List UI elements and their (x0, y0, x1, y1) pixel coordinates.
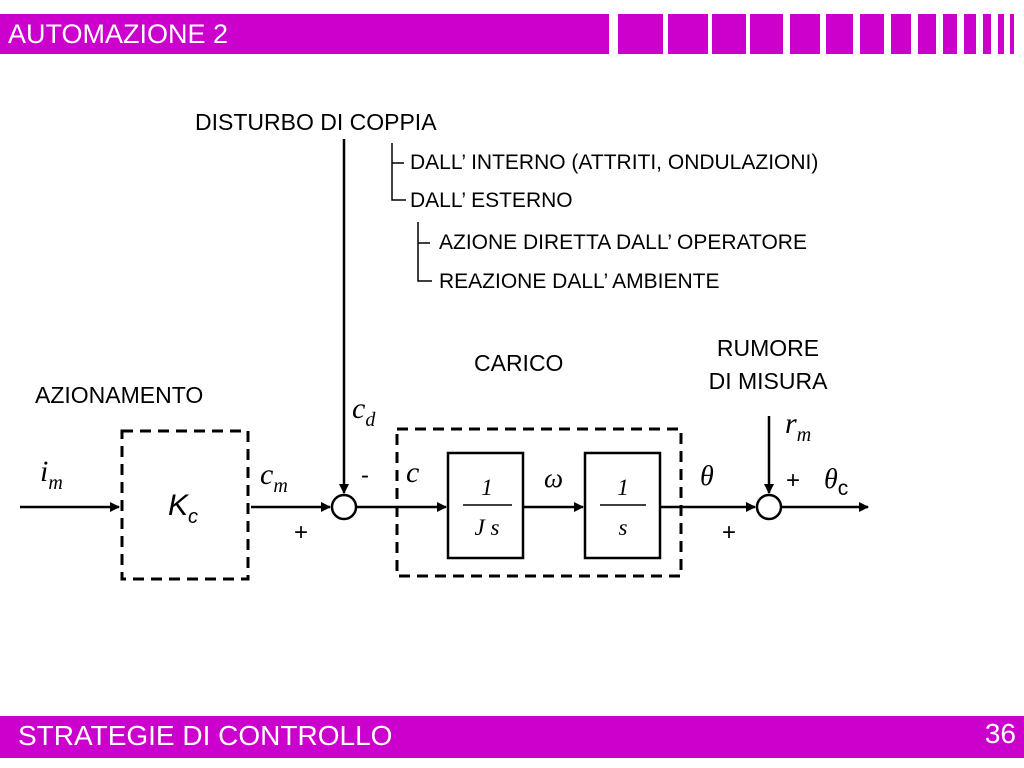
signal-cm: cm (260, 458, 288, 497)
header-decor-square (712, 14, 746, 54)
noise-label-line2: DI MISURA (709, 368, 829, 394)
disturbance-environment: REAZIONE DALL’ AMBIENTE (439, 270, 719, 293)
actuation-label: AZIONAMENTO (35, 382, 203, 408)
signal-im: im (40, 455, 63, 494)
disturbance-internal: DALL’ INTERNO (ATTRITI, ONDULAZIONI) (410, 151, 818, 174)
header-decor-square (918, 14, 936, 54)
sum2-sign-bottom: + (722, 519, 736, 546)
signal-theta: θ (700, 461, 714, 492)
disturbance-title: DISTURBO DI COPPIA (195, 109, 437, 135)
disturbance-operator: AZIONE DIRETTA DALL’ OPERATORE (439, 231, 807, 254)
header-decor-square (964, 14, 976, 54)
header-decor-square (790, 14, 820, 54)
header-decor-square (998, 14, 1004, 54)
header-decor-square (891, 14, 911, 54)
signal-omega: ω (544, 463, 563, 493)
noise-label-line1: RUMORE (717, 335, 819, 361)
tree-bracket-2 (417, 222, 432, 282)
header-decor-square (983, 14, 991, 54)
sum1-sign-top: - (361, 462, 369, 489)
signal-thetac: θc (824, 464, 848, 500)
disturbance-external: DALL’ ESTERNO (410, 189, 573, 212)
sum1-sign-bottom: + (294, 519, 308, 546)
load-label: CARICO (474, 350, 563, 376)
header-title: AUTOMAZIONE 2 (0, 14, 609, 54)
summing-junction-1 (330, 493, 358, 521)
summing-junction-2 (755, 493, 783, 521)
header-decor-square (860, 14, 884, 54)
footer-bar: STRATEGIE DI CONTROLLO 36 (0, 716, 1024, 758)
kc-symbol: Kc (168, 489, 198, 528)
transfer-function-2-block (583, 451, 662, 560)
actuation-block (120, 429, 250, 581)
header-decor-square (943, 14, 957, 54)
tf1-numerator: 1 (481, 475, 493, 500)
signal-c: c (406, 456, 419, 489)
tf1-denominator: J s (475, 515, 500, 540)
tf2-denominator: s (619, 515, 628, 540)
header-decor-square (618, 14, 663, 54)
header-decor-square (668, 14, 708, 54)
tree-bracket-1 (391, 143, 406, 201)
footer-title: STRATEGIE DI CONTROLLO (18, 720, 393, 751)
signal-cd: cd (352, 392, 376, 431)
page-number: 36 (984, 718, 1016, 749)
header-decor-square (750, 14, 783, 54)
signal-rm: rm (785, 407, 811, 446)
header-decor-square (1010, 14, 1014, 54)
sum2-sign-top: + (786, 467, 800, 494)
tf2-numerator: 1 (617, 475, 629, 500)
header-decor-square (826, 14, 853, 54)
